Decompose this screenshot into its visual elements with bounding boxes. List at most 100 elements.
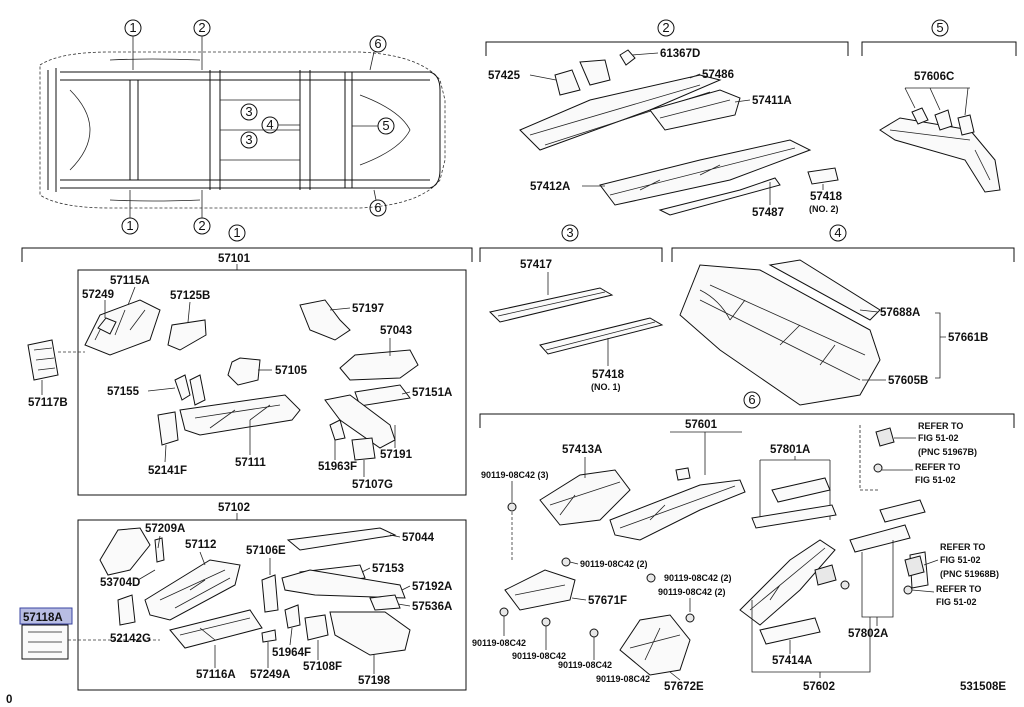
part-label-57672E[interactable]: 57672E: [664, 681, 704, 693]
part-label-57413A[interactable]: 57413A: [562, 444, 602, 456]
section-number: 3: [245, 132, 252, 147]
bolt-label-7[interactable]: 90119-08C42: [558, 660, 612, 670]
part-label-57106E[interactable]: 57106E: [246, 545, 286, 557]
part-label-57418b[interactable]: 57418: [592, 369, 625, 381]
section-callout-2-top[interactable]: 2: [193, 19, 211, 70]
part-label-57118A[interactable]: 57118A: [23, 612, 63, 624]
section-callout-2-bottom[interactable]: 2: [193, 190, 211, 235]
part-label-57801A[interactable]: 57801A: [770, 444, 810, 456]
section-1: 1: [21, 224, 473, 262]
section-callout-3a[interactable]: 3: [240, 103, 258, 121]
part-label-57412A[interactable]: 57412A: [530, 181, 570, 193]
section-number: 6: [374, 200, 381, 215]
part-label-57197[interactable]: 57197: [352, 303, 384, 315]
refer-3-line3[interactable]: (PNC 51968B): [940, 569, 999, 579]
figure-id: 531508E: [960, 681, 1006, 693]
part-label-51964F[interactable]: 51964F: [272, 647, 311, 659]
bolt-label-3[interactable]: 90119-08C42 (2): [664, 573, 732, 583]
part-label-57487[interactable]: 57487: [752, 207, 784, 219]
section-6: 6 57601 57413A 57801A 90119-08C42 (3) 57…: [472, 391, 1015, 693]
part-label-57115A[interactable]: 57115A: [110, 275, 150, 287]
refer-2-line2[interactable]: FIG 51-02: [915, 475, 956, 485]
part-label-57153[interactable]: 57153: [372, 563, 404, 575]
part-label-57117B[interactable]: 57117B: [28, 397, 68, 409]
part-label-57425[interactable]: 57425: [488, 70, 521, 82]
selected-part-highlight[interactable]: [19, 607, 73, 625]
refer-3-line1[interactable]: REFER TO: [940, 542, 985, 552]
bolt-label-8[interactable]: 90119-08C42: [596, 674, 650, 684]
bolt-label-1[interactable]: 90119-08C42 (3): [481, 470, 549, 480]
section-3: 3 57417 57418 (NO. 1): [479, 224, 664, 392]
part-label-57209A[interactable]: 57209A: [145, 523, 185, 535]
refer-2-line1[interactable]: REFER TO: [915, 462, 960, 472]
part-label-61367D[interactable]: 61367D: [660, 48, 700, 60]
part-label-57125B[interactable]: 57125B: [170, 290, 210, 302]
part-label-57606C[interactable]: 57606C: [914, 71, 954, 83]
part-label-57043[interactable]: 57043: [380, 325, 412, 337]
part-label-57191[interactable]: 57191: [380, 449, 413, 461]
part-label-57536A[interactable]: 57536A: [412, 601, 452, 613]
part-label-57411A[interactable]: 57411A: [752, 95, 792, 107]
section-number: 6: [748, 392, 755, 407]
refer-3-line2[interactable]: FIG 51-02: [940, 555, 981, 565]
refer-4-line1[interactable]: REFER TO: [936, 584, 981, 594]
section-number: 3: [566, 225, 573, 240]
section-2: 2 61367D 57425 57486 57411A 57412A 57418…: [485, 19, 849, 219]
note-no1: (NO. 1): [591, 382, 621, 392]
section-callout-5[interactable]: 5: [352, 117, 395, 135]
section-callout-1-bottom[interactable]: 1: [121, 190, 139, 235]
part-label-52142G[interactable]: 52142G: [110, 633, 151, 645]
section-callout-4[interactable]: 4: [261, 116, 300, 134]
part-label-57111[interactable]: 57111: [235, 457, 266, 469]
part-label-57107G[interactable]: 57107G: [352, 479, 393, 491]
part-label-57601[interactable]: 57601: [685, 419, 718, 431]
part-label-57116A[interactable]: 57116A: [196, 669, 236, 681]
part-label-52141F[interactable]: 52141F: [148, 465, 187, 477]
refer-4-line2[interactable]: FIG 51-02: [936, 597, 977, 607]
part-label-57198[interactable]: 57198: [358, 675, 391, 687]
section-callout-3b[interactable]: 3: [240, 131, 258, 149]
part-label-57802A[interactable]: 57802A: [848, 628, 888, 640]
part-label-57151A[interactable]: 57151A: [412, 387, 452, 399]
part-label-57249A[interactable]: 57249A: [250, 669, 290, 681]
section-number: 1: [126, 218, 133, 233]
part-label-57108F[interactable]: 57108F: [303, 661, 342, 673]
bolt-label-6[interactable]: 90119-08C42: [512, 651, 566, 661]
refer-1-line2[interactable]: FIG 51-02: [918, 433, 959, 443]
bolt-label-2[interactable]: 90119-08C42 (2): [580, 559, 648, 569]
part-label-57112[interactable]: 57112: [185, 539, 216, 551]
section-callout-1-top[interactable]: 1: [124, 19, 142, 70]
bolt-label-4[interactable]: 90119-08C42 (2): [658, 587, 726, 597]
part-label-57105[interactable]: 57105: [275, 365, 308, 377]
corner-label: 0: [6, 694, 12, 706]
part-label-57671F[interactable]: 57671F: [588, 595, 627, 607]
part-label-57486[interactable]: 57486: [702, 69, 734, 81]
section-number: 1: [129, 20, 136, 35]
section-callout-6-top[interactable]: 6: [369, 35, 387, 71]
refer-1-line1[interactable]: REFER TO: [918, 421, 963, 431]
note-no2: (NO. 2): [809, 204, 839, 214]
bolt-label-5[interactable]: 90119-08C42: [472, 638, 526, 648]
refer-1-line3[interactable]: (PNC 51967B): [918, 447, 977, 457]
part-label-57102[interactable]: 57102: [218, 502, 250, 514]
part-label-57688A[interactable]: 57688A: [880, 307, 920, 319]
part-label-57155[interactable]: 57155: [107, 386, 140, 398]
section-number: 2: [198, 20, 205, 35]
part-label-57417[interactable]: 57417: [520, 259, 552, 271]
part-label-57414A[interactable]: 57414A: [772, 655, 812, 667]
section-callout-6-bottom[interactable]: 6: [369, 189, 387, 217]
part-label-51963F[interactable]: 51963F: [318, 461, 357, 473]
part-label-57101[interactable]: 57101: [218, 253, 251, 265]
section-5: 5 57606C: [861, 19, 1017, 193]
part-label-57661B[interactable]: 57661B: [948, 332, 988, 344]
part-label-57418[interactable]: 57418: [810, 191, 843, 203]
part-label-57605B[interactable]: 57605B: [888, 375, 928, 387]
part-label-57602[interactable]: 57602: [803, 681, 835, 693]
part-label-57249[interactable]: 57249: [82, 289, 114, 301]
part-label-57192A[interactable]: 57192A: [412, 581, 452, 593]
part-label-53704D[interactable]: 53704D: [100, 577, 140, 589]
section-number: 2: [198, 218, 205, 233]
section-number: 4: [266, 117, 273, 132]
part-label-57044[interactable]: 57044: [402, 532, 435, 544]
